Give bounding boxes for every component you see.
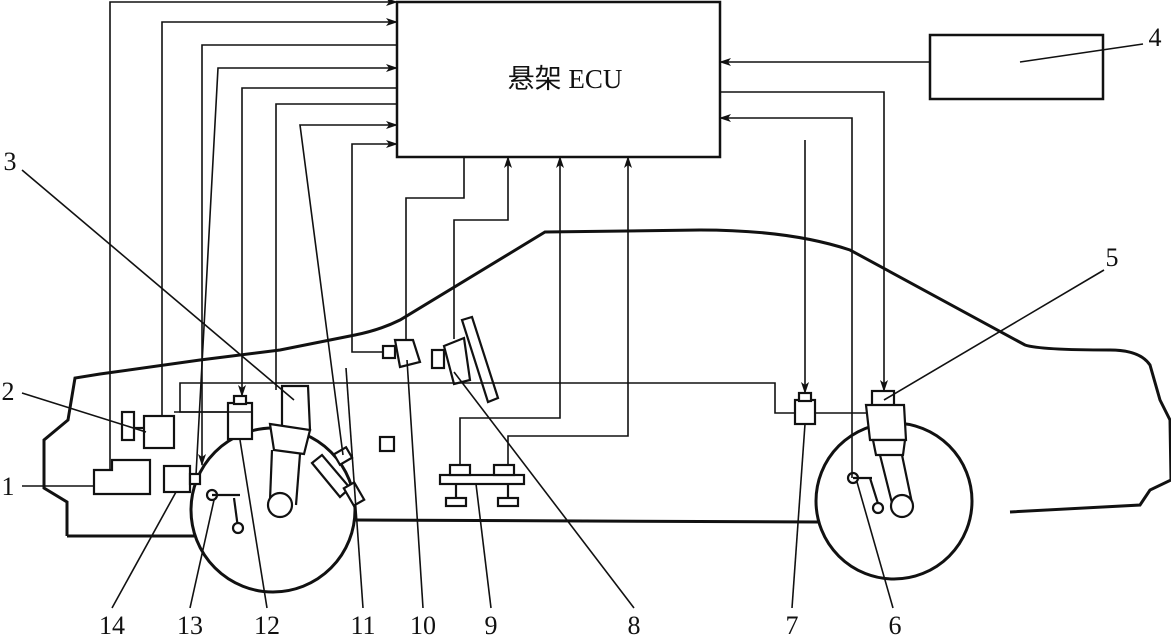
signal-line-2: [161, 18, 398, 416]
sensor-10: [381, 338, 422, 369]
leader-7: [791, 423, 806, 609]
signal-line-1: [109, 0, 398, 470]
signal-line-14: [720, 91, 888, 392]
signal-line-9: [405, 157, 465, 340]
leader-10: [406, 359, 424, 609]
ecu-label: 悬架 ECU: [508, 64, 623, 94]
mode-switch-9: [438, 463, 526, 508]
callout-8: 8: [628, 611, 641, 637]
signal-line-4: [195, 64, 398, 476]
actuator-12: [226, 394, 254, 441]
signal-line-11: [459, 156, 564, 465]
signal-line-7: [299, 121, 398, 456]
callout-11: 11: [350, 611, 375, 637]
front-strut-actuator: [266, 384, 312, 519]
signal-line-3: [198, 44, 397, 466]
callout-2: 2: [2, 377, 15, 406]
dryer-2: [120, 410, 176, 450]
leader-8: [453, 371, 635, 609]
callout-4: 4: [1149, 23, 1162, 52]
callout-10: 10: [410, 611, 436, 637]
valve-14: [162, 464, 202, 494]
leader-14: [111, 491, 177, 609]
leader-11: [345, 367, 364, 609]
signal-line-15: [719, 114, 853, 478]
rear-strut-actuator: [864, 389, 915, 519]
suspension-ecu: 悬架 ECU: [395, 0, 722, 159]
steering-sensor-8: [430, 315, 500, 404]
leader-4: [1019, 43, 1144, 63]
callout-1: 1: [2, 472, 15, 501]
signal-line-12: [507, 156, 632, 465]
rear-sensor-7: [793, 391, 817, 426]
component-4-box: [928, 33, 1105, 101]
leader-13: [189, 499, 215, 609]
leader-9: [475, 483, 492, 609]
callout-14: 14: [99, 611, 125, 637]
signal-line-8: [351, 140, 398, 353]
rear-height-sensor: [846, 471, 885, 515]
callout-3: 3: [4, 147, 17, 176]
leader-2: [21, 392, 147, 433]
front-height-sensor: [205, 488, 245, 535]
leader-6: [856, 481, 894, 609]
car-body-outline: [42, 228, 1171, 536]
sensor-11: [310, 435, 396, 508]
callout-6: 6: [889, 611, 902, 637]
signal-line-10: [453, 156, 512, 339]
callout-7: 7: [786, 611, 799, 637]
signal-line-5: [238, 87, 397, 397]
car-underbody: [67, 518, 821, 538]
leader-3: [21, 169, 295, 401]
leader-12: [239, 439, 268, 609]
callout-13: 13: [177, 611, 203, 637]
callout-12: 12: [254, 611, 280, 637]
compressor-1: [92, 458, 152, 496]
signal-line-6: [275, 103, 397, 390]
callout-9: 9: [485, 611, 498, 637]
callout-5: 5: [1106, 243, 1119, 272]
leader-5: [883, 269, 1105, 401]
